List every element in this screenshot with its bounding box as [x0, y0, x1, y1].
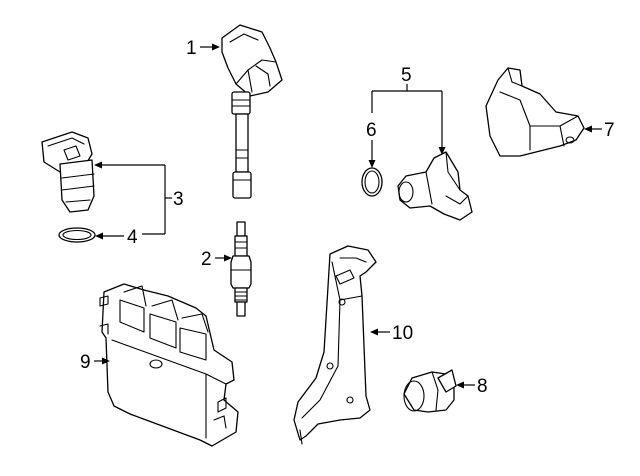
spark-plug-icon — [230, 221, 252, 317]
mounting-bracket-icon — [293, 245, 377, 445]
camshaft-position-sensor-icon — [41, 131, 95, 213]
connector-icon — [403, 369, 457, 413]
callout-2: 2 — [201, 249, 212, 270]
callout-6: 6 — [366, 120, 377, 141]
leader-line-4 — [95, 232, 165, 240]
engine-control-module-icon — [99, 283, 239, 447]
callout-8: 8 — [477, 376, 488, 397]
leader-line-9 — [94, 357, 110, 365]
o-ring-icon — [58, 227, 96, 243]
callout-1: 1 — [186, 38, 197, 59]
leader-line-5 — [371, 84, 446, 155]
callout-3: 3 — [173, 189, 184, 210]
ignition-coil-icon — [221, 24, 283, 199]
callout-10: 10 — [392, 323, 413, 344]
callout-5: 5 — [401, 65, 412, 86]
leader-line-7 — [584, 125, 602, 133]
ecm-cover-icon — [485, 67, 585, 157]
o-ring-icon — [361, 167, 383, 197]
callout-7: 7 — [604, 120, 615, 141]
leader-line-2 — [215, 254, 232, 262]
callout-9: 9 — [80, 352, 91, 373]
leader-line-8 — [456, 381, 475, 389]
leader-line-10 — [370, 328, 390, 336]
crankshaft-position-sensor-icon — [397, 151, 473, 221]
leader-line-6 — [368, 140, 376, 168]
leader-line-1 — [200, 43, 220, 51]
callout-4: 4 — [127, 227, 138, 248]
leader-line-3 — [94, 161, 172, 234]
